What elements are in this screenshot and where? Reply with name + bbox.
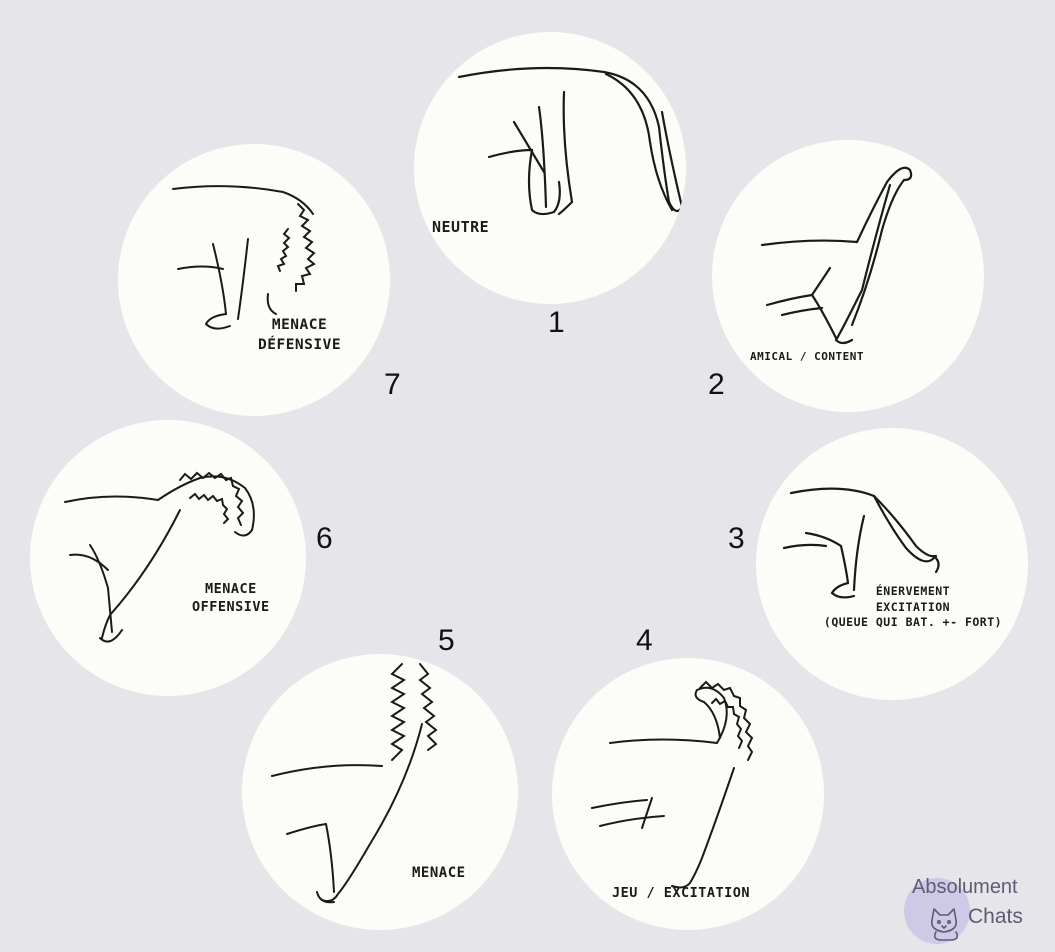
tail-label-6-line-1: MENACE xyxy=(192,580,270,598)
tail-label-3: ÉNERVEMENT EXCITATION (QUEUE QUI BAT. +-… xyxy=(818,584,1008,631)
tail-label-3-line-2: EXCITATION xyxy=(818,600,1008,616)
position-number-4: 4 xyxy=(636,624,653,658)
tail-neutral-drawing xyxy=(414,32,686,304)
position-number-5: 5 xyxy=(438,624,455,658)
tail-label-3-line-1: ÉNERVEMENT xyxy=(818,584,1008,600)
position-number-7: 7 xyxy=(384,368,401,402)
tail-label-6-line-2: OFFENSIVE xyxy=(192,598,270,616)
tail-position-1-card: NEUTRE xyxy=(414,32,686,304)
tail-position-2-card: AMICAL / CONTENT xyxy=(712,140,984,412)
tail-position-7-card: MENACE DÉFENSIVE xyxy=(118,144,390,416)
position-number-3: 3 xyxy=(728,522,745,556)
tail-label-1-line-1: NEUTRE xyxy=(432,217,489,237)
tail-label-7: MENACE DÉFENSIVE xyxy=(258,316,341,355)
tail-label-6: MENACE OFFENSIVE xyxy=(192,580,270,616)
position-number-6: 6 xyxy=(316,522,333,556)
tail-label-4: JEU / EXCITATION xyxy=(612,884,750,902)
cat-icon xyxy=(926,906,966,942)
tail-label-5: MENACE xyxy=(412,864,466,883)
tail-label-5-line-1: MENACE xyxy=(412,864,466,883)
absolument-chats-logo: Absolument Chats xyxy=(898,872,1048,948)
tail-label-2-line-1: AMICAL / CONTENT xyxy=(750,350,864,365)
tail-label-4-line-1: JEU / EXCITATION xyxy=(612,884,750,902)
logo-text-line-1: Absolument xyxy=(912,876,1018,899)
tail-position-4-card: JEU / EXCITATION xyxy=(552,658,824,930)
tail-position-6-card: MENACE OFFENSIVE xyxy=(30,420,306,696)
tail-label-1: NEUTRE xyxy=(432,217,489,237)
tail-label-2: AMICAL / CONTENT xyxy=(750,350,864,365)
tail-friendly-drawing xyxy=(712,140,984,412)
logo-text-line-2: Chats xyxy=(968,905,1023,929)
position-number-2: 2 xyxy=(708,368,725,402)
tail-offensive-drawing xyxy=(30,420,306,696)
tail-label-7-line-1: MENACE xyxy=(258,316,341,336)
position-number-1: 1 xyxy=(548,306,565,340)
tail-defensive-drawing xyxy=(118,144,390,416)
tail-label-3-line-3: (QUEUE QUI BAT. +- FORT) xyxy=(818,615,1008,631)
tail-label-7-line-2: DÉFENSIVE xyxy=(258,336,341,356)
